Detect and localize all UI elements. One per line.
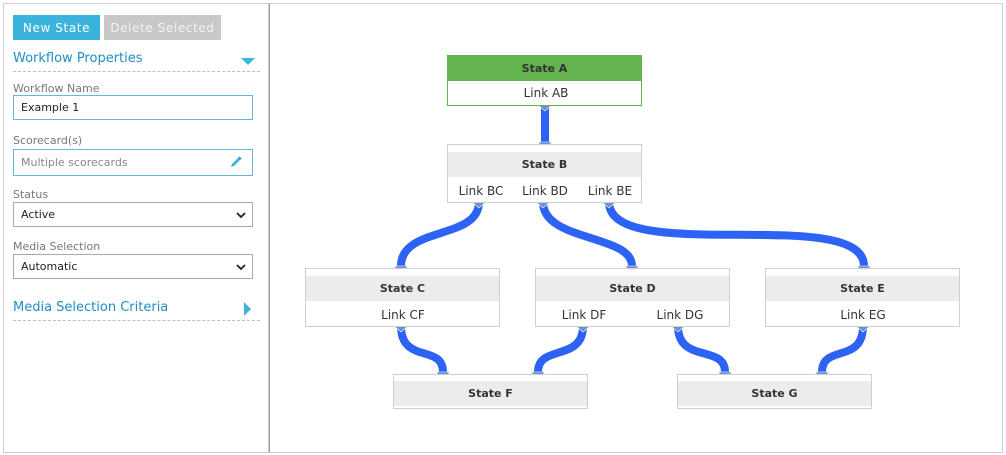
collapse-triangle-icon[interactable] bbox=[241, 58, 255, 65]
chevron-down-icon bbox=[236, 212, 246, 219]
connector-eg[interactable] bbox=[818, 325, 867, 373]
properties-panel: New State Delete Selected Workflow Prope… bbox=[3, 3, 269, 453]
state-e[interactable]: State E Link EG bbox=[765, 268, 960, 327]
link-bd[interactable]: Link BD bbox=[522, 184, 568, 198]
state-title: State G bbox=[678, 381, 871, 406]
link-ab[interactable]: Link AB bbox=[523, 86, 569, 100]
state-title: State C bbox=[306, 276, 499, 301]
state-c[interactable]: State C Link CF bbox=[305, 268, 500, 327]
connector-dg[interactable] bbox=[674, 325, 729, 373]
media-selection-select[interactable]: Automatic bbox=[13, 254, 253, 279]
delete-selected-button[interactable]: Delete Selected bbox=[104, 15, 221, 40]
workflow-canvas[interactable]: State A Link AB State B Link BC Link BD … bbox=[269, 3, 1003, 453]
media-selection-criteria-title: Media Selection Criteria bbox=[13, 300, 169, 315]
media-selection-criteria-header[interactable]: Media Selection Criteria bbox=[13, 297, 260, 321]
chevron-down-icon bbox=[236, 264, 246, 271]
state-b[interactable]: State B Link BC Link BD Link BE bbox=[447, 144, 642, 203]
pencil-icon[interactable] bbox=[229, 155, 243, 169]
state-d[interactable]: State D Link DF Link DG bbox=[535, 268, 730, 327]
link-eg[interactable]: Link EG bbox=[840, 308, 886, 322]
state-links: Link CF bbox=[306, 303, 499, 327]
link-be[interactable]: Link BE bbox=[587, 184, 633, 198]
state-f[interactable]: State F bbox=[393, 374, 588, 409]
link-cf[interactable]: Link CF bbox=[381, 308, 425, 322]
media-selection-value: Automatic bbox=[21, 260, 78, 273]
media-selection-label: Media Selection bbox=[13, 240, 101, 253]
workflow-properties-title: Workflow Properties bbox=[13, 51, 143, 66]
state-links: Link AB bbox=[448, 81, 641, 105]
state-a[interactable]: State A Link AB bbox=[447, 55, 642, 106]
connector-bd[interactable] bbox=[539, 201, 636, 267]
connector-be[interactable] bbox=[605, 201, 868, 267]
expand-triangle-icon[interactable] bbox=[244, 302, 251, 316]
link-df[interactable]: Link DF bbox=[561, 308, 607, 322]
state-title: State E bbox=[766, 276, 959, 301]
state-title: State D bbox=[536, 276, 729, 301]
state-links: Link BC Link BD Link BE bbox=[448, 179, 641, 203]
connector-cf[interactable] bbox=[397, 325, 447, 373]
status-label: Status bbox=[13, 188, 49, 201]
state-title: State B bbox=[448, 152, 641, 177]
workflow-properties-header[interactable]: Workflow Properties bbox=[13, 48, 260, 72]
workflow-name-input[interactable]: Example 1 bbox=[13, 95, 253, 120]
scorecards-label: Scorecard(s) bbox=[13, 134, 83, 147]
workflow-name-label: Workflow Name bbox=[13, 82, 100, 95]
state-title: State A bbox=[448, 56, 641, 81]
new-state-button[interactable]: New State bbox=[13, 15, 100, 40]
state-g[interactable]: State G bbox=[677, 374, 872, 409]
state-title: State F bbox=[394, 381, 587, 406]
link-bc[interactable]: Link BC bbox=[458, 184, 504, 198]
status-select[interactable]: Active bbox=[13, 202, 253, 227]
connector-df[interactable] bbox=[534, 325, 587, 373]
status-value: Active bbox=[21, 208, 56, 221]
link-dg[interactable]: Link DG bbox=[656, 308, 704, 322]
connector-bc[interactable] bbox=[397, 201, 483, 267]
scorecards-field[interactable]: Multiple scorecards bbox=[13, 149, 253, 176]
state-links: Link DF Link DG bbox=[536, 303, 729, 327]
scorecards-placeholder: Multiple scorecards bbox=[21, 156, 128, 169]
state-links: Link EG bbox=[766, 303, 959, 327]
